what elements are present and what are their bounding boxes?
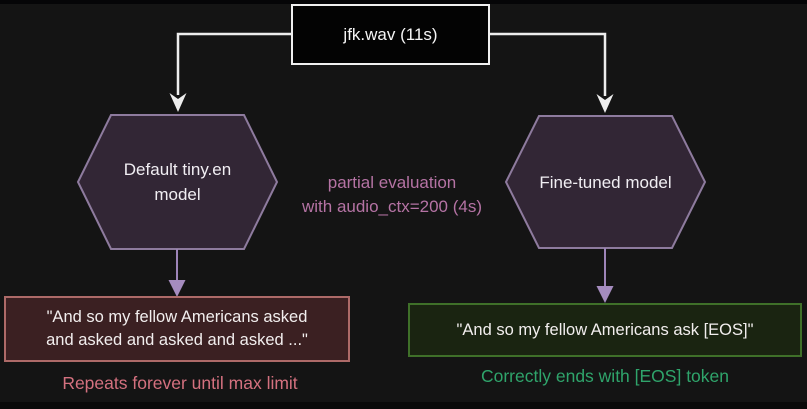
success-transcript-box: "And so my fellow Americans ask [EOS]": [408, 303, 802, 357]
annotation-line-2: with audio_ctx=200 (4s): [301, 197, 483, 216]
left-result-arrow-icon: [168, 280, 186, 297]
right-branch-connector: [487, 32, 607, 96]
right-result-arrow-icon: [596, 286, 614, 303]
default-model-hexagon: [76, 114, 279, 250]
fail-caption: Repeats forever until max limit: [62, 373, 298, 393]
right-branch-arrow-icon: [596, 94, 614, 113]
bottom-edge-strip: [0, 402, 807, 409]
left-branch-arrow-icon: [169, 93, 187, 112]
default-model-label: Default tiny.en model: [123, 160, 232, 204]
finetuned-model-label: Fine-tuned model: [539, 172, 672, 192]
fail-transcript-box: "And so my fellow Americans asked and as…: [4, 296, 350, 362]
finetuned-model-hexagon: [504, 115, 707, 249]
partial-evaluation-annotation: partial evaluation with audio_ctx=200 (4…: [272, 171, 512, 219]
source-audio-node: jfk.wav (11s): [291, 4, 490, 65]
left-branch-connector: [176, 32, 291, 95]
source-audio-label: jfk.wav (11s): [343, 24, 438, 44]
success-caption: Correctly ends with [EOS] token: [480, 366, 730, 386]
top-edge-strip: [0, 0, 807, 4]
annotation-line-1: partial evaluation: [327, 173, 457, 192]
